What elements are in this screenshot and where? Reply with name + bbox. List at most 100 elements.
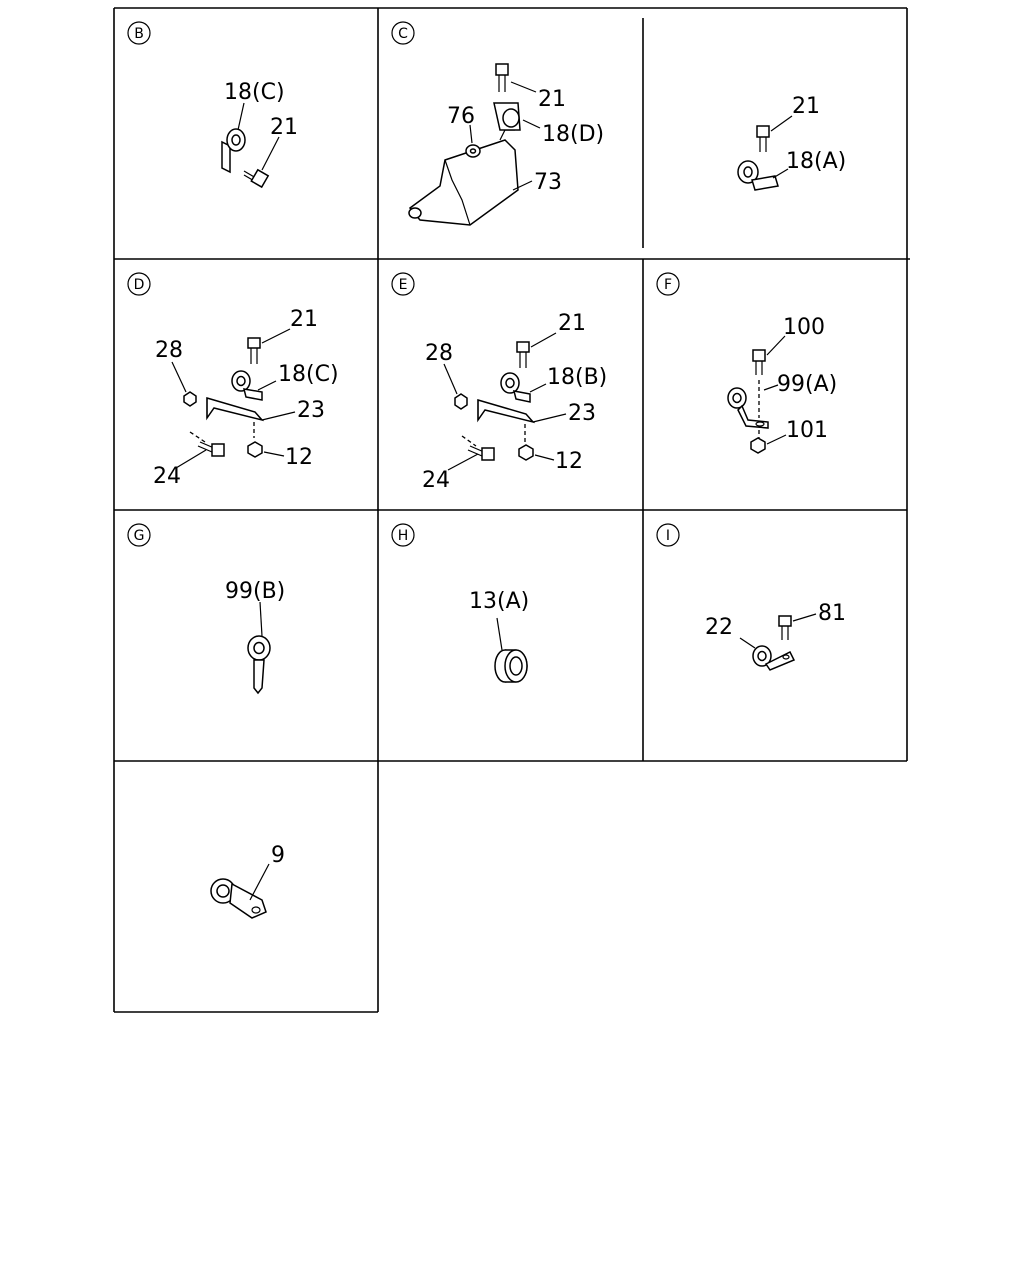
leader-line — [766, 434, 787, 445]
bracket-73-part — [408, 129, 519, 226]
panel-letter-circle — [127, 272, 151, 296]
leader-line — [261, 328, 291, 344]
part-label-76: 76 — [447, 104, 475, 129]
panel-letter-circle — [391, 523, 415, 547]
leader-line — [792, 613, 817, 622]
leader-line — [263, 451, 285, 457]
part-label-18c: 18(C) — [278, 362, 339, 387]
leader-line — [175, 449, 207, 469]
leader-line — [257, 380, 277, 391]
nut-12-part — [518, 444, 534, 461]
part-label-9: 9 — [271, 843, 285, 868]
panel-letter-circle — [656, 523, 680, 547]
bolt-81-part — [778, 615, 792, 640]
panel-c-secondary: 21 18(A) — [737, 94, 846, 191]
leader-line — [510, 81, 537, 93]
leader-line — [259, 601, 263, 637]
clip-18a-part — [737, 160, 779, 191]
bolt-100-part — [752, 349, 766, 375]
leader-line — [772, 168, 789, 179]
clip-22-part — [752, 645, 796, 671]
leader-line — [766, 335, 786, 356]
leader-line — [261, 411, 296, 421]
panel-g: G 99(B) — [127, 523, 285, 695]
leader-line — [529, 383, 547, 393]
nut-28-part — [183, 391, 197, 407]
part-label-99b: 99(B) — [225, 579, 285, 604]
leader-line — [530, 332, 557, 348]
leader-line — [443, 363, 458, 395]
tie-99b-part — [247, 635, 271, 695]
part-label-99a: 99(A) — [777, 372, 837, 397]
leader-line — [739, 637, 756, 649]
bolt-21-part — [495, 63, 509, 92]
part-label-13a: 13(A) — [469, 589, 529, 614]
nut-28-part — [454, 393, 468, 410]
leader-line — [261, 136, 280, 171]
leader-line — [763, 384, 779, 391]
panel-e: E 21 — [391, 272, 607, 493]
part-label-73: 73 — [534, 170, 562, 195]
part-label-18c: 18(C) — [224, 80, 285, 105]
part-label-22: 22 — [705, 615, 733, 640]
panel-bottom: 9 — [210, 843, 285, 919]
part-label-21: 21 — [270, 115, 298, 140]
panel-letter: H — [398, 528, 409, 544]
part-label-18b: 18(B) — [547, 365, 607, 390]
panel-letter: I — [666, 528, 670, 544]
panel-f: F 100 99(A) 101 — [656, 272, 837, 454]
panel-letter: B — [134, 26, 144, 42]
part-label-18d: 18(D) — [542, 122, 604, 147]
grommet-13a-part — [494, 649, 528, 683]
part-label-100: 100 — [783, 315, 825, 340]
bolt-21-part — [243, 168, 270, 189]
panel-b: B 18(C) 21 — [127, 21, 298, 189]
leader-line — [532, 413, 567, 423]
panel-letter-circle — [391, 21, 415, 45]
bolt-21-part — [516, 341, 530, 368]
panel-i: I 81 22 — [656, 523, 846, 671]
clip-99a-part — [727, 387, 769, 429]
panel-h: H 13(A) — [391, 523, 529, 683]
part-label-23: 23 — [568, 401, 596, 426]
part-label-21: 21 — [538, 87, 566, 112]
leader-line — [249, 863, 270, 901]
bolt-24-part — [467, 445, 495, 461]
clip-18c-part — [231, 370, 263, 401]
panel-d: D 21 — [127, 272, 339, 489]
part-label-28: 28 — [425, 341, 453, 366]
panel-letter: C — [398, 26, 408, 42]
panel-letter-circle — [127, 21, 151, 45]
leader-line — [534, 454, 555, 461]
panel-letter-circle — [391, 272, 415, 296]
bolt-24-part — [197, 441, 225, 457]
panel-letter: E — [399, 277, 408, 293]
grid-frame — [113, 7, 910, 1013]
panel-letter: F — [664, 277, 672, 293]
nut-101-part — [750, 437, 766, 454]
leader-line — [496, 617, 503, 651]
part-label-24: 24 — [422, 468, 450, 493]
clip-9-part — [210, 878, 267, 919]
clip-18d-part — [493, 102, 521, 131]
part-label-12: 12 — [285, 445, 313, 470]
part-label-24: 24 — [153, 464, 181, 489]
clip-18b-part — [500, 372, 531, 403]
panel-c: C 21 76 18(D) 73 — [391, 21, 604, 226]
leader-line — [171, 361, 187, 393]
leader-line — [512, 180, 533, 191]
nut-12-part — [247, 441, 263, 458]
part-label-12: 12 — [555, 449, 583, 474]
leader-line — [237, 102, 245, 131]
part-label-21: 21 — [558, 311, 586, 336]
part-label-28: 28 — [155, 338, 183, 363]
part-label-101: 101 — [786, 418, 828, 443]
bracket-23-part — [206, 397, 265, 422]
panel-letter: D — [134, 277, 145, 293]
part-label-21: 21 — [792, 94, 820, 119]
panel-letter-circle — [656, 272, 680, 296]
leader-line — [469, 124, 473, 144]
leader-line — [447, 453, 479, 471]
